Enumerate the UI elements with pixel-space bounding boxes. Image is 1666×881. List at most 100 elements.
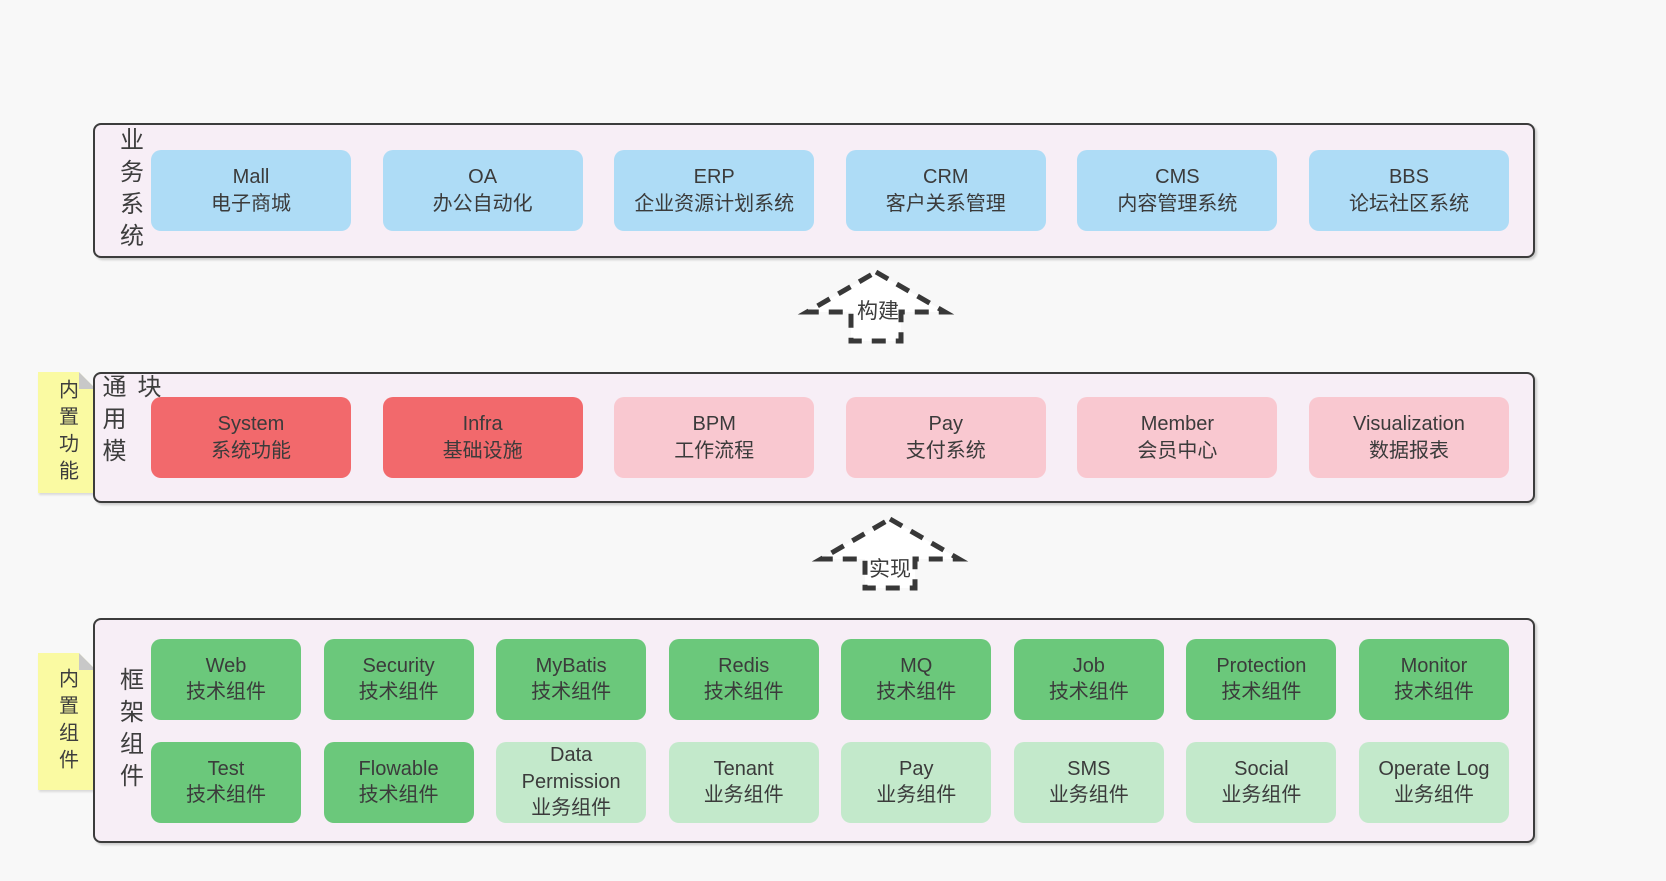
box-mq: MQ 技术组件 <box>841 638 992 720</box>
box-title: MQ <box>900 654 933 677</box>
box-subtitle: 工作流程 <box>674 439 755 462</box>
box-subtitle: 技术组件 <box>876 681 957 703</box>
box-sms: SMS 业务组件 <box>1013 741 1164 823</box>
box-social: Social 业务组件 <box>1186 741 1337 823</box>
box-title: CRM <box>923 166 969 189</box>
box-crm: CRM 客户关系管理 <box>845 150 1046 231</box>
box-subtitle: 会员中心 <box>1137 439 1218 462</box>
panel-common-modules: 通用模块 System 系统功能 Infra 基础设施 BPM 工作流程 Pay 支付系统 Me… <box>93 372 1535 503</box>
box-mall: Mall 电子商城 <box>151 150 351 231</box>
box-security: Security 技术组件 <box>323 638 474 720</box>
box-job: Job 技术组件 <box>1013 638 1164 720</box>
box-title: BBS <box>1388 166 1429 189</box>
panel-side-label: 框架组件 <box>115 666 143 795</box>
arrow-implement-label: 实现 <box>869 558 911 581</box>
panel-side-label: 通用模块 <box>98 374 160 470</box>
box-title: SMS <box>1067 757 1111 780</box>
box-subtitle: 技术组件 <box>1393 681 1474 703</box>
box-title: System <box>217 413 285 436</box>
box-title: Security <box>362 654 435 677</box>
box-monitor: Monitor 技术组件 <box>1358 638 1509 720</box>
box-title: Redis <box>718 654 770 677</box>
box-subtitle: 系统功能 <box>211 439 291 462</box>
sticky-note-label: 内置功能 <box>55 378 78 487</box>
box-title: Mall <box>232 166 270 189</box>
box-redis: Redis 技术组件 <box>668 638 819 720</box>
box-cms: CMS 内容管理系统 <box>1077 150 1278 231</box>
box-infra: Infra 基础设施 <box>382 397 583 478</box>
box-subtitle: 论坛社区系统 <box>1348 192 1469 215</box>
box-title: Data Permission <box>521 744 621 793</box>
box-subtitle: 数据报表 <box>1368 439 1449 462</box>
panel-side-label: 业务系统 <box>115 126 143 255</box>
box-title: Social <box>1234 757 1289 780</box>
box-subtitle: 业务组件 <box>531 797 612 820</box>
box-title: Operate Log <box>1378 757 1490 780</box>
arrow-up-build-icon <box>797 269 955 344</box>
box-title: Flowable <box>358 757 439 780</box>
box-subtitle: 业务组件 <box>1048 784 1129 806</box>
box-title: Web <box>205 654 247 677</box>
box-title: Visualization <box>1353 413 1465 436</box>
arrow-build-label: 构建 <box>857 300 899 323</box>
box-bpm: BPM 工作流程 <box>614 397 815 478</box>
box-member: Member 会员中心 <box>1077 397 1278 478</box>
box-subtitle: 技术组件 <box>358 784 439 806</box>
box-subtitle: 技术组件 <box>186 784 266 806</box>
box-title: Pay <box>899 757 934 780</box>
box-subtitle: 客户关系管理 <box>885 192 1006 215</box>
box-title: Member <box>1140 413 1215 436</box>
box-title: Protection <box>1216 654 1307 677</box>
box-title: Monitor <box>1400 654 1468 677</box>
box-title: Test <box>207 757 245 780</box>
box-protection: Protection 技术组件 <box>1186 638 1337 720</box>
box-subtitle: 电子商城 <box>211 192 291 215</box>
sticky-note-built-in-features: 内置功能 <box>38 372 96 493</box>
sticky-note-built-in-components: 内置组件 <box>38 653 96 790</box>
box-title: CMS <box>1155 166 1200 189</box>
box-web: Web 技术组件 <box>151 638 301 720</box>
box-subtitle: 业务组件 <box>703 784 784 806</box>
box-system: System 系统功能 <box>151 397 351 478</box>
box-pay: Pay 支付系统 <box>845 397 1046 478</box>
box-title: Infra <box>462 413 503 436</box>
box-row: System 系统功能 Infra 基础设施 BPM 工作流程 Pay 支付系统 Member 会… <box>151 397 1509 478</box>
box-subtitle: 技术组件 <box>358 681 439 703</box>
box-subtitle: 技术组件 <box>1221 681 1302 703</box>
box-subtitle: 办公自动化 <box>432 192 533 215</box>
arrow-up-implement-icon <box>811 516 969 591</box>
box-mybatis: MyBatis 技术组件 <box>496 638 647 720</box>
box-subtitle: 技术组件 <box>186 681 266 703</box>
box-subtitle: 企业资源计划系统 <box>634 192 795 215</box>
box-title: BPM <box>692 413 736 436</box>
box-subtitle: 业务组件 <box>1393 784 1474 806</box>
box-flowable: Flowable 技术组件 <box>323 741 474 823</box>
box-subtitle: 基础设施 <box>442 439 523 462</box>
box-subtitle: 技术组件 <box>703 681 784 703</box>
box-subtitle: 技术组件 <box>531 681 612 703</box>
box-operate-log: Operate Log 业务组件 <box>1358 741 1509 823</box>
sticky-note-label: 内置组件 <box>55 667 78 776</box>
box-title: Pay <box>928 413 964 436</box>
box-subtitle: 内容管理系统 <box>1117 192 1238 215</box>
box-subtitle: 支付系统 <box>905 439 986 462</box>
box-title: MyBatis <box>535 654 607 677</box>
box-subtitle: 技术组件 <box>1048 681 1129 703</box>
box-tenant: Tenant 业务组件 <box>668 741 819 823</box>
box-title: Job <box>1072 654 1105 677</box>
box-title: Tenant <box>713 757 774 780</box>
box-subtitle: 业务组件 <box>1221 784 1302 806</box>
box-visualization: Visualization 数据报表 <box>1308 397 1509 478</box>
box-data-permission: Data Permission 业务组件 <box>496 741 647 823</box>
box-grid: System 系统功能 Infra 基础设施 BPM 工作流程 Pay 支付系统 Member 会… <box>151 374 1509 501</box>
